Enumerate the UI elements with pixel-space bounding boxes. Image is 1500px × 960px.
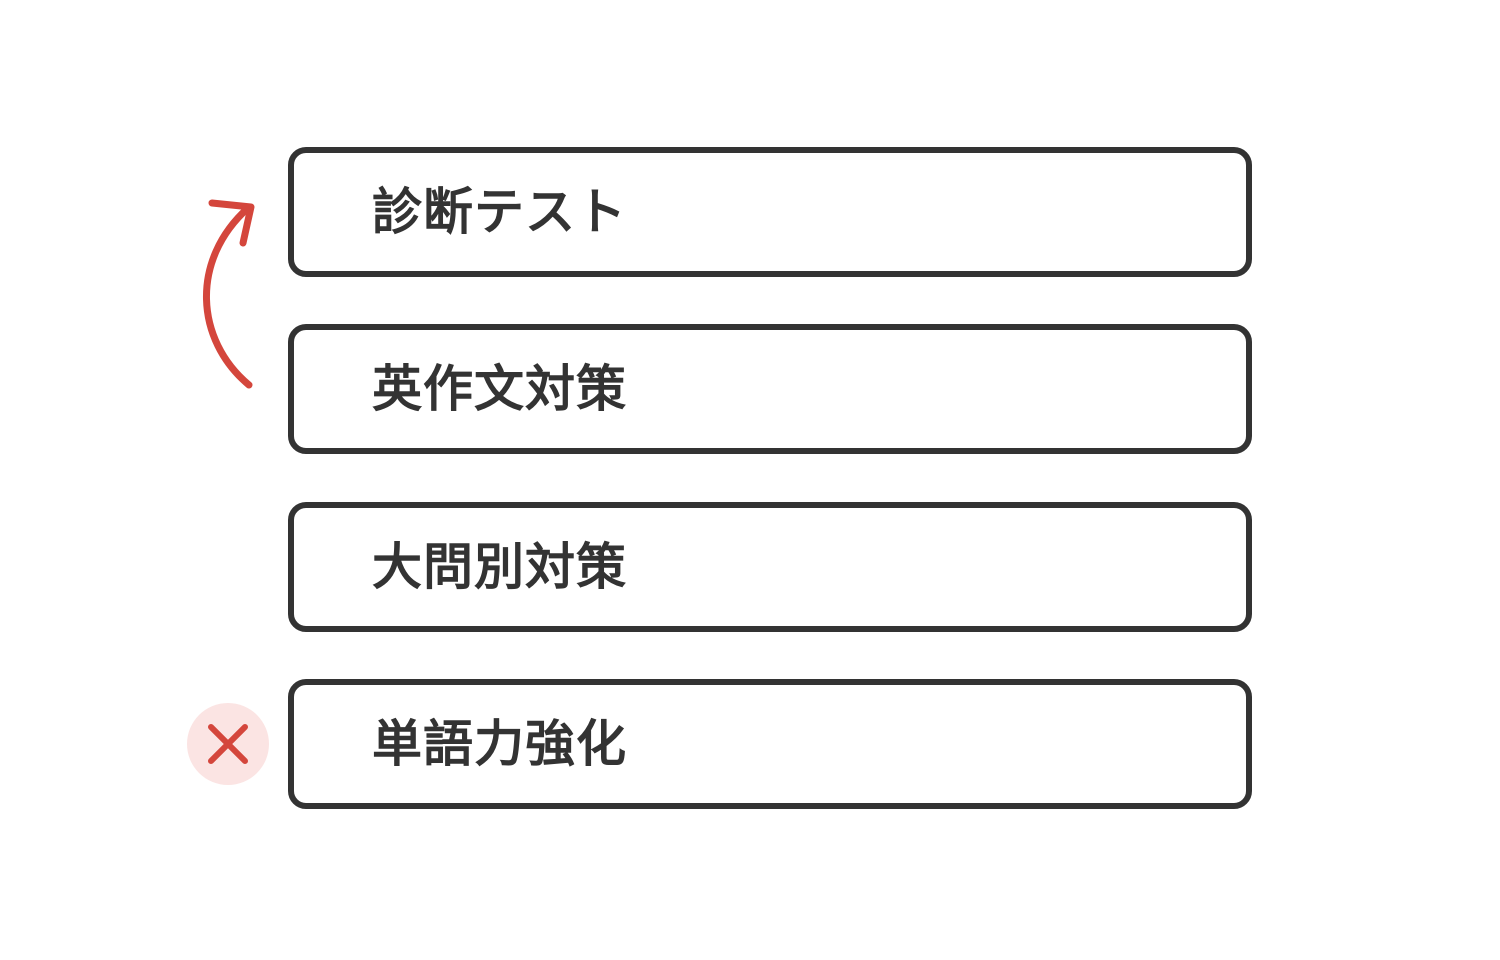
close-x-icon (208, 724, 248, 764)
remove-badge[interactable] (187, 703, 269, 785)
step-box-diagnostic-test[interactable]: 診断テスト (288, 147, 1252, 277)
step-label: 英作文対策 (372, 360, 627, 418)
step-label: 大問別対策 (372, 538, 627, 596)
step-label: 単語力強化 (372, 715, 627, 773)
step-box-question-type[interactable]: 大問別対策 (288, 502, 1252, 632)
step-label: 診断テスト (372, 183, 627, 241)
step-box-vocabulary[interactable]: 単語力強化 (288, 679, 1252, 809)
step-box-english-composition[interactable]: 英作文対策 (288, 324, 1252, 454)
curved-arrow-up-icon (203, 199, 255, 389)
